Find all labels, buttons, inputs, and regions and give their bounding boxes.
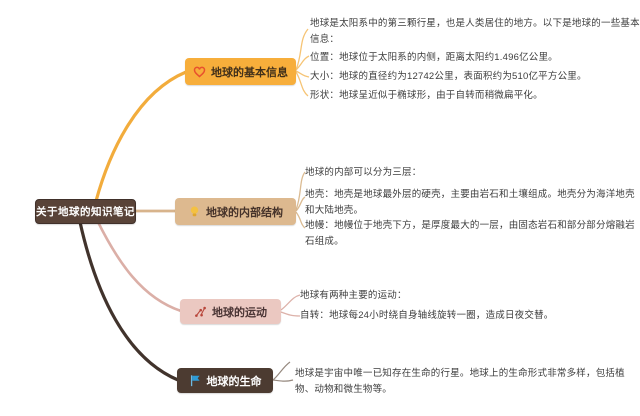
branch-earth-motion-label: 地球的运动	[212, 306, 267, 319]
branch-earth-life[interactable]: 地球的生命	[177, 368, 273, 393]
note-structure-mantle[interactable]: 地幔：地幔位于地壳下方，是厚度最大的一层，由固态岩石和部分部分熔融岩石组成。	[305, 220, 635, 247]
lightbulb-icon	[188, 205, 201, 218]
note-structure-intro[interactable]: 地球的内部可以分为三层：	[305, 167, 422, 178]
branch-internal-structure-label: 地球的内部结构	[206, 206, 283, 219]
scatter-icon	[194, 305, 207, 318]
note-motion-intro[interactable]: 地球有两种主要的运动：	[300, 290, 407, 301]
note-basic-info-intro[interactable]: 地球是太阳系中的第三颗行星，也是人类居住的地方。以下是地球的一些基本信息：	[310, 18, 640, 45]
branch-internal-structure[interactable]: 地球的内部结构	[175, 198, 296, 225]
central-topic-label: 关于地球的知识笔记	[36, 206, 135, 218]
note-motion-rotation[interactable]: 自转：地球每24小时绕自身轴线旋转一圈，造成日夜交替。	[300, 310, 554, 321]
heart-icon	[193, 65, 206, 78]
note-basic-info-size[interactable]: 大小：地球的直径约为12742公里，表面积约为510亿平方公里。	[310, 71, 587, 82]
branch-earth-life-label: 地球的生命	[206, 375, 262, 388]
central-topic[interactable]: 关于地球的知识笔记	[35, 199, 136, 224]
branch-basic-info-label: 地球的基本信息	[211, 66, 288, 79]
branch-basic-info[interactable]: 地球的基本信息	[185, 58, 296, 85]
flag-icon	[189, 374, 202, 387]
note-life-description[interactable]: 地球是宇宙中唯一已知存在生命的行星。地球上的生命形式非常多样，包括植物、动物和微…	[295, 368, 625, 395]
note-structure-crust[interactable]: 地壳：地壳是地球最外层的硬壳，主要由岩石和土壤组成。地壳分为海洋地壳和大陆地壳。	[305, 189, 635, 216]
branch-earth-motion[interactable]: 地球的运动	[180, 299, 281, 324]
note-basic-info-shape[interactable]: 形状：地球呈近似于椭球形，由于自转而稍微扁平化。	[310, 90, 543, 101]
note-basic-info-position[interactable]: 位置：地球位于太阳系的内侧，距离太阳约1.496亿公里。	[310, 52, 558, 63]
